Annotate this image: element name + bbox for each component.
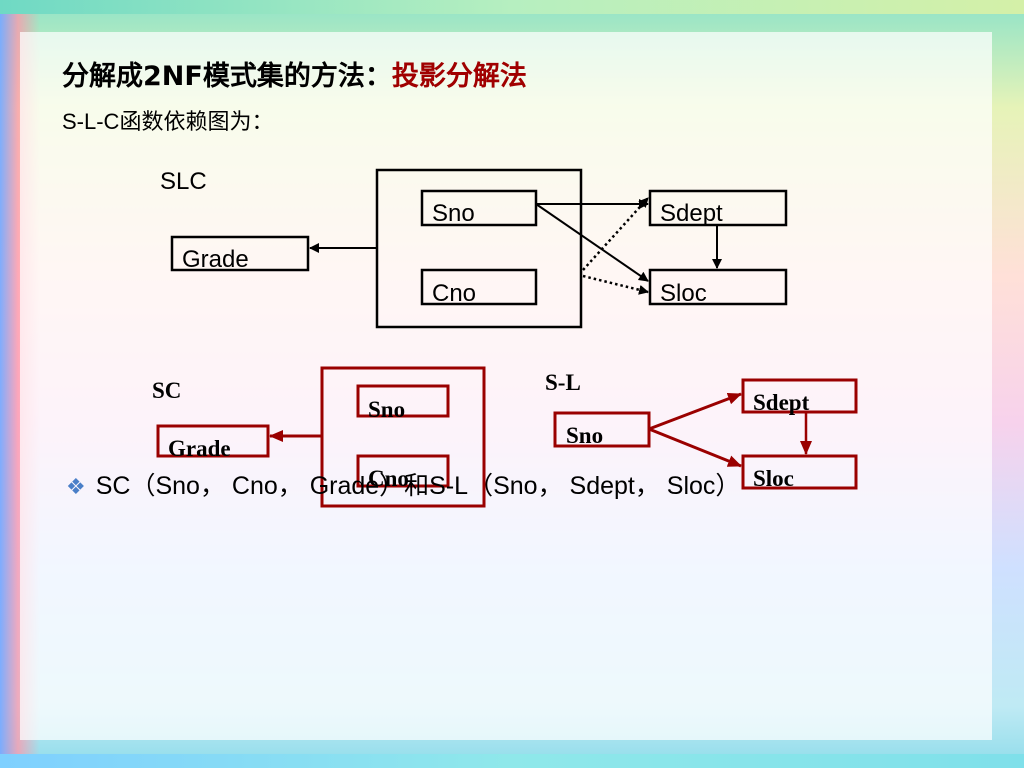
slc-arrow-sno-sloc (535, 203, 649, 282)
background-top-stripe (0, 0, 1024, 14)
slc-sno-text: Sno (432, 200, 475, 227)
slc-cno-box (420, 268, 538, 306)
slide-panel (20, 32, 992, 740)
slc-dotted-arrow-to-sloc (582, 274, 649, 295)
bullet-text: SC（Sno， Cno， Grade）和S-L（Sno， Sdept， Sloc… (95, 472, 741, 500)
title-accent: 投影分解法 (391, 61, 527, 92)
sc-label: SC (152, 378, 182, 403)
sl-arrow-sno-sloc (648, 427, 742, 468)
sl-arrow-sno-sdept (648, 392, 742, 431)
sc-cno-box (356, 454, 450, 488)
sl-sno-text: Sno (566, 423, 604, 448)
slc-sloc-text: Sloc (660, 280, 707, 307)
slide-title: 分解成2NF模式集的方法：投影分解法 (62, 54, 527, 93)
title-main: 分解成2NF模式集的方法： (62, 61, 392, 92)
slide-subtitle: S-L-C函数依赖图为： (62, 109, 274, 134)
diamond-cluster-icon: ❖ (66, 474, 86, 499)
sl-label: S-L (545, 370, 581, 395)
slc-sloc-box (648, 268, 788, 306)
slc-grade-box (170, 235, 310, 272)
slc-cno-text: Cno (432, 280, 477, 307)
sc-sno-box (356, 384, 450, 418)
sl-sdept-text: Sdept (753, 390, 810, 415)
slc-grade-text: Grade (182, 246, 249, 273)
slc-sdept-text: Sdept (660, 200, 723, 227)
bullet-item: ❖ SC（Sno， Cno， Grade）和S-L（Sno， Sdept， Slo… (66, 466, 740, 502)
sc-grade-text: Grade (168, 436, 231, 461)
sl-sloc-box (741, 454, 858, 490)
sc-grade-box (156, 424, 270, 458)
background-bottom-stripe (0, 754, 1024, 768)
slc-label: SLC (160, 168, 207, 195)
sc-sno-text: Sno (368, 397, 406, 422)
sl-sdept-box (741, 378, 858, 414)
slc-sno-box (420, 189, 538, 227)
sc-cno-text: Cno (368, 466, 409, 491)
sl-sloc-text: Sloc (753, 466, 794, 491)
